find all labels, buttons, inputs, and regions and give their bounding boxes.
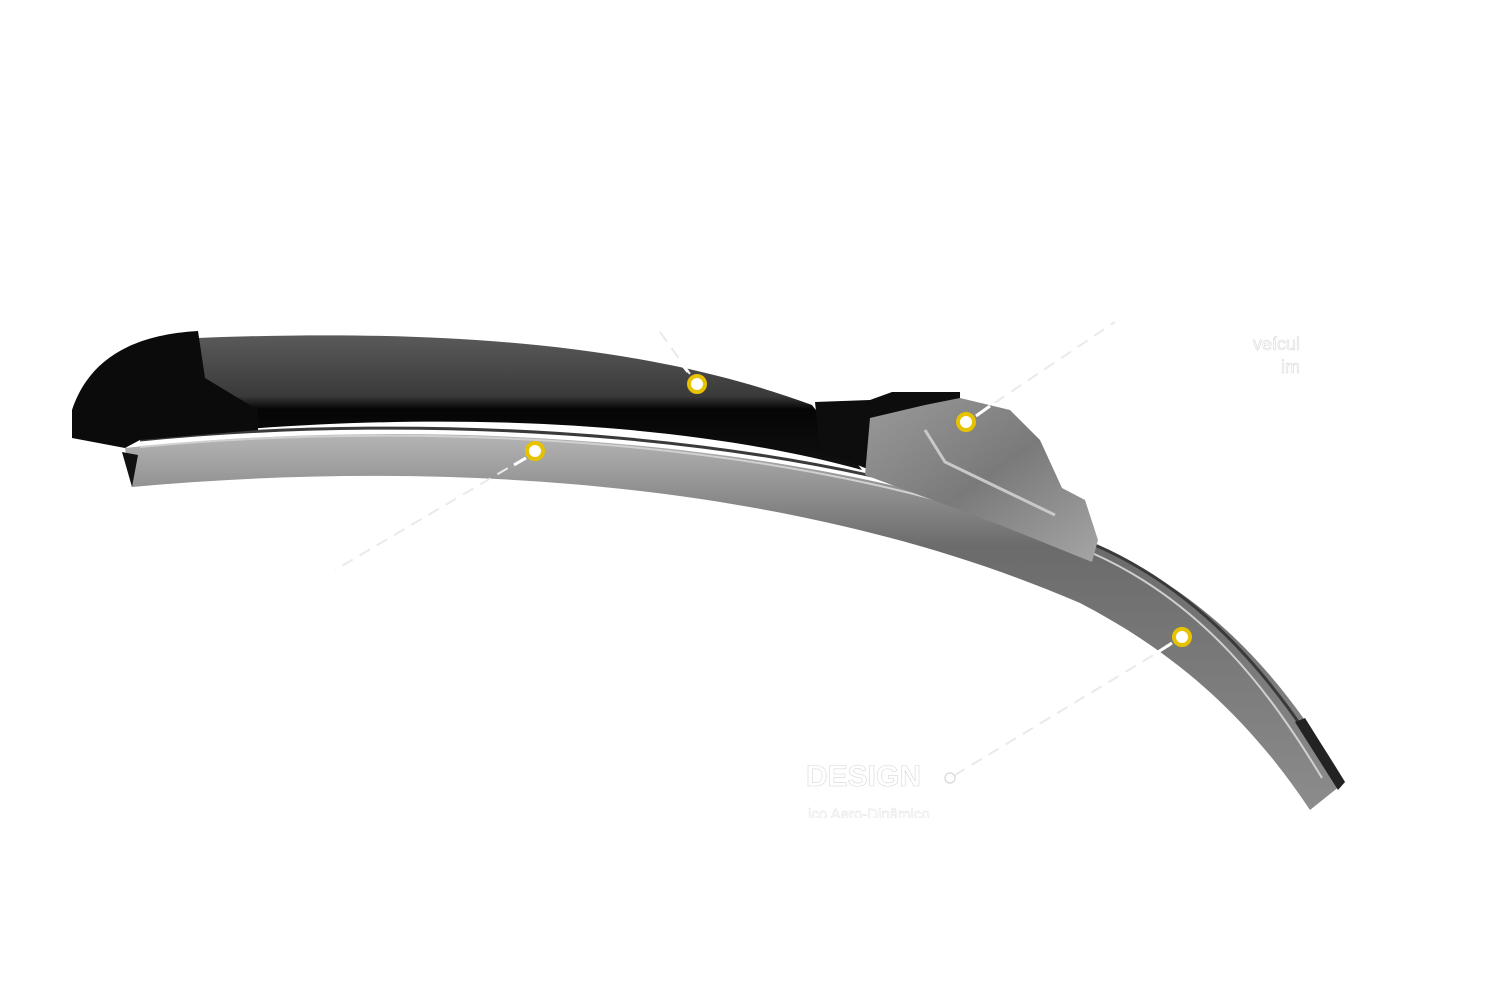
blade-rubber	[125, 434, 1345, 810]
design-subtitle: ico Aero-Dinâmico	[808, 806, 930, 818]
hotspot-spoiler[interactable]	[687, 374, 707, 394]
leader-line-rubber	[334, 457, 526, 571]
design-label-dot	[944, 772, 956, 784]
hotspot-design[interactable]	[1172, 627, 1192, 647]
adapter-label-line: veícul	[1252, 334, 1301, 355]
design-title: DESIGN	[806, 760, 922, 794]
leader-stub	[513, 456, 527, 467]
leader-stub	[975, 404, 991, 418]
leader-line-design	[954, 644, 1171, 776]
leader-line-adapter	[977, 321, 1116, 415]
blade-adapter-edge	[923, 429, 1056, 517]
adapter-label-line: im	[1281, 357, 1301, 378]
hotspot-rubber[interactable]	[525, 441, 545, 461]
blade-end-tip	[122, 452, 138, 487]
leader-stub	[678, 361, 690, 373]
leader-stub	[1157, 641, 1173, 654]
blade-end-cap	[72, 331, 258, 448]
blade-far-tip	[1295, 718, 1345, 790]
hotspot-adapter[interactable]	[956, 412, 976, 432]
